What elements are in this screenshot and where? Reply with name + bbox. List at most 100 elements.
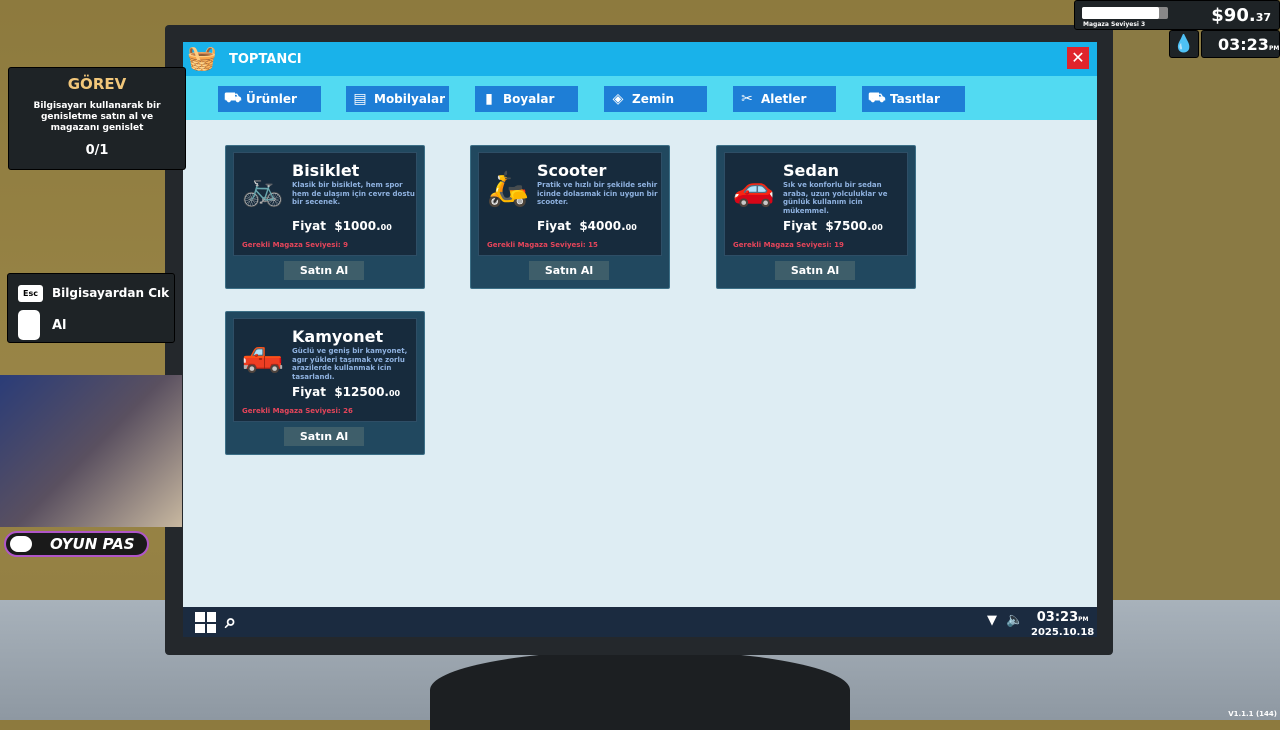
channel-badge: OYUN PAS bbox=[4, 531, 149, 557]
buy-button[interactable]: Satın Al bbox=[775, 261, 855, 280]
hand-truck-icon: ⛟ bbox=[224, 90, 242, 106]
store-level-bar bbox=[1082, 7, 1168, 19]
hud-ampm: PM bbox=[1268, 45, 1280, 52]
taskbar-time: 03:23 bbox=[1036, 610, 1079, 625]
controls-panel: Esc Bilgisayardan Cık Al bbox=[7, 273, 175, 343]
category-tabs: ⛟ Ürünler ▤ Mobilyalar ▮ Boyalar ◈ Zemin ✂ Al… bbox=[183, 76, 1097, 120]
product-card-sedan: 🚗 Sedan Sık ve konforlu bir sedan araba,… bbox=[716, 145, 916, 289]
store-level-label: Magaza Seviyesi 3 bbox=[1083, 21, 1146, 28]
required-level: Gerekli Magaza Seviyesi: 19 bbox=[733, 241, 844, 249]
webcam-overlay bbox=[0, 375, 182, 527]
tab-mobilyalar[interactable]: ▤ Mobilyalar bbox=[346, 86, 449, 112]
water-icon: 💧 bbox=[1169, 30, 1199, 58]
product-card-bicycle: 🚲 Bisiklet Klasik bir bisiklet, hem spor… bbox=[225, 145, 425, 289]
sedan-image: 🚗 bbox=[732, 169, 776, 209]
required-level: Gerekli Magaza Seviyesi: 9 bbox=[242, 241, 348, 249]
close-button[interactable]: ✕ bbox=[1067, 47, 1089, 69]
price-value: $1000. bbox=[334, 219, 381, 233]
tab-zemin[interactable]: ◈ Zemin bbox=[604, 86, 707, 112]
taskbar-ampm: PM bbox=[1078, 616, 1089, 623]
taskbar: ⌕ ▼ 🔈 03:23PM 2025.10.18 bbox=[183, 607, 1097, 638]
bicycle-image: 🚲 bbox=[241, 169, 285, 209]
layers-icon: ◈ bbox=[612, 91, 624, 107]
buy-button[interactable]: Satın Al bbox=[284, 261, 364, 280]
quest-progress: 0/1 bbox=[85, 143, 109, 158]
product-price: Fiyat $7500.00 bbox=[783, 219, 883, 233]
price-cents: 00 bbox=[625, 223, 637, 232]
product-description: Pratik ve hızlı bir şekilde sehir icinde… bbox=[537, 181, 658, 206]
channel-name: OYUN PAS bbox=[50, 535, 135, 553]
tab-label: Mobilyalar bbox=[374, 92, 446, 106]
cabinet-icon: ▤ bbox=[353, 91, 367, 107]
tab-label: Ürünler bbox=[246, 92, 297, 106]
hud-time: 03:23 bbox=[1218, 35, 1269, 54]
product-card-pickup: 🛻 Kamyonet Güclü ve geniş bir kamyonet, … bbox=[225, 311, 425, 455]
esc-key-icon: Esc bbox=[18, 285, 43, 302]
version-label: V1.1.1 (144) bbox=[1228, 710, 1277, 718]
required-level: Gerekli Magaza Seviyesi: 26 bbox=[242, 407, 353, 415]
quest-panel: GÖREV Bilgisayarı kullanarak bir genisle… bbox=[8, 67, 186, 170]
quest-text: Bilgisayarı kullanarak bir genisletme sa… bbox=[33, 101, 161, 133]
scooter-image: 🛵 bbox=[486, 169, 530, 209]
product-description: Klasik bir bisiklet, hem spor hem de ula… bbox=[292, 181, 415, 206]
tab-label: Boyalar bbox=[503, 92, 555, 106]
spray-can-icon: ▮ bbox=[485, 91, 493, 107]
taskbar-date: 2025.10.18 bbox=[1031, 627, 1095, 638]
required-level: Gerekli Magaza Seviyesi: 15 bbox=[487, 241, 598, 249]
tab-label: Aletler bbox=[761, 92, 807, 106]
product-description: Sık ve konforlu bir sedan araba, uzun yo… bbox=[783, 181, 888, 215]
money-amount: $90. bbox=[1211, 5, 1256, 26]
computer-screen: 🧺 TOPTANCI ✕ ⛟ Ürünler ▤ Mobilyalar ▮ Boyal… bbox=[183, 42, 1097, 607]
price-cents: 00 bbox=[871, 223, 883, 232]
buy-label: Al bbox=[52, 318, 67, 333]
tab-label: Zemin bbox=[632, 92, 674, 106]
product-price: Fiyat $12500.00 bbox=[292, 385, 400, 399]
price-cents: 00 bbox=[380, 223, 392, 232]
product-name: Bisiklet bbox=[292, 161, 360, 180]
buy-button[interactable]: Satın Al bbox=[284, 427, 364, 446]
price-label: Fiyat bbox=[783, 219, 817, 233]
basket-icon: 🧺 bbox=[187, 44, 217, 72]
product-price: Fiyat $1000.00 bbox=[292, 219, 392, 233]
product-description: Güclü ve geniş bir kamyonet, agır yükler… bbox=[292, 347, 408, 381]
price-value: $12500. bbox=[334, 385, 389, 399]
tab-urunler[interactable]: ⛟ Ürünler bbox=[218, 86, 321, 112]
volume-icon[interactable]: 🔈 bbox=[1006, 612, 1024, 628]
product-price: Fiyat $4000.00 bbox=[537, 219, 637, 233]
tools-icon: ✂ bbox=[741, 91, 753, 107]
truck-icon: ⛟ bbox=[868, 90, 886, 106]
product-name: Kamyonet bbox=[292, 327, 384, 346]
money-panel: Magaza Seviyesi 3 $90.37 bbox=[1074, 0, 1280, 30]
wifi-icon[interactable]: ▼ bbox=[987, 613, 997, 628]
tab-aletler[interactable]: ✂ Aletler bbox=[733, 86, 836, 112]
product-name: Sedan bbox=[783, 161, 840, 180]
clock-panel: 03:23PM bbox=[1201, 30, 1280, 58]
product-info: 🚲 Bisiklet Klasik bir bisiklet, hem spor… bbox=[233, 152, 417, 256]
quest-title: GÖREV bbox=[67, 75, 127, 93]
pickup-image: 🛻 bbox=[241, 335, 285, 375]
price-value: $4000. bbox=[579, 219, 626, 233]
buy-button[interactable]: Satın Al bbox=[529, 261, 609, 280]
tab-boyalar[interactable]: ▮ Boyalar bbox=[475, 86, 578, 112]
start-menu-icon[interactable] bbox=[195, 612, 216, 633]
mouse-icon bbox=[18, 310, 40, 340]
window-titlebar: 🧺 TOPTANCI ✕ bbox=[183, 42, 1097, 76]
product-info: 🚗 Sedan Sık ve konforlu bir sedan araba,… bbox=[724, 152, 908, 256]
product-name: Scooter bbox=[537, 161, 607, 180]
product-info: 🛵 Scooter Pratik ve hızlı bir şekilde se… bbox=[478, 152, 662, 256]
exit-computer-label: Bilgisayardan Cık bbox=[52, 286, 170, 300]
price-cents: 00 bbox=[388, 389, 401, 398]
price-label: Fiyat bbox=[537, 219, 571, 233]
price-label: Fiyat bbox=[292, 219, 326, 233]
youtube-icon bbox=[10, 536, 32, 552]
monitor-stand bbox=[430, 650, 850, 730]
window-title: TOPTANCI bbox=[229, 52, 302, 67]
tab-label: Tasıtlar bbox=[890, 92, 940, 106]
search-icon[interactable]: ⌕ bbox=[225, 609, 237, 633]
price-label: Fiyat bbox=[292, 385, 326, 399]
money-cents: 37 bbox=[1255, 11, 1271, 24]
product-card-scooter: 🛵 Scooter Pratik ve hızlı bir şekilde se… bbox=[470, 145, 670, 289]
tab-tasitlar[interactable]: ⛟ Tasıtlar bbox=[862, 86, 965, 112]
price-value: $7500. bbox=[825, 219, 872, 233]
product-info: 🛻 Kamyonet Güclü ve geniş bir kamyonet, … bbox=[233, 318, 417, 422]
